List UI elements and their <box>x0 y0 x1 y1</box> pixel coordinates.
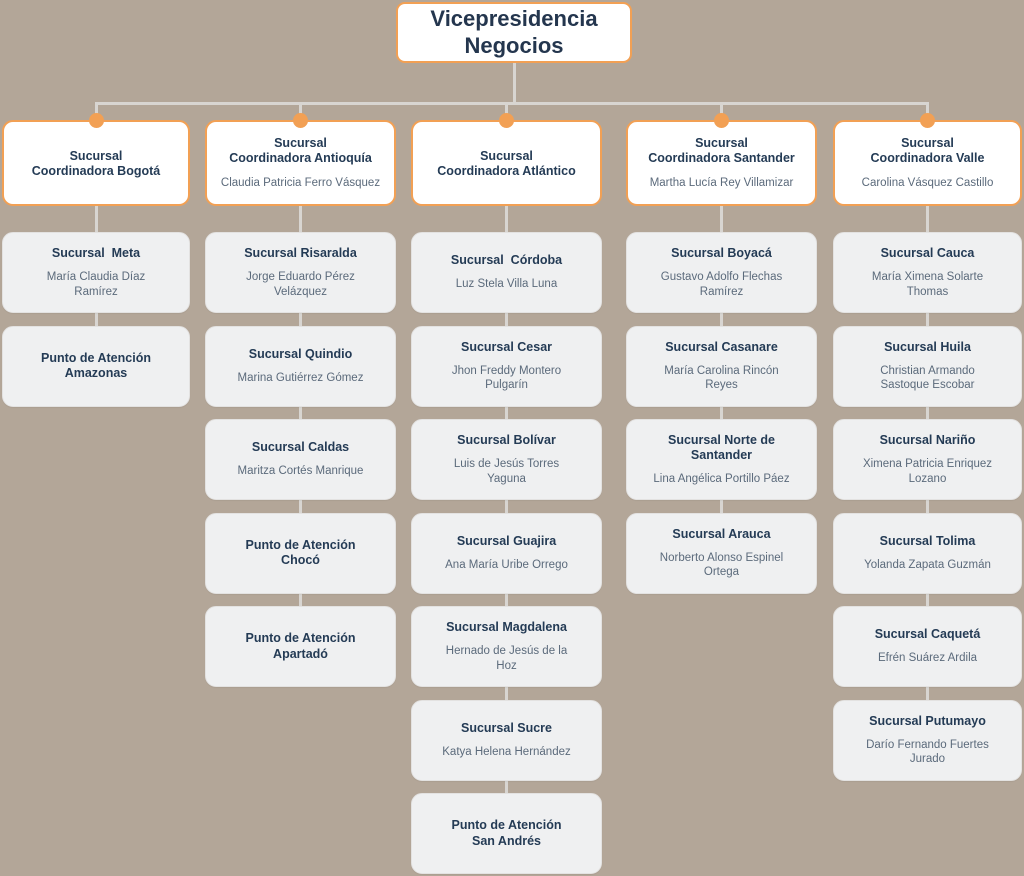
node-1-0-person: Jorge Eduardo Pérez Velázquez <box>246 271 355 298</box>
node-0-1-title: Punto de Atención Amazonas <box>41 350 151 380</box>
node-1-1-title: Sucursal Quindio <box>248 346 353 361</box>
node-1-2-title: Sucursal Caldas <box>251 440 350 455</box>
branch-head-1-title: Sucursal Coordinadora Antioquía <box>229 136 372 166</box>
node-2-0-person: Luz Stela Villa Luna <box>455 278 558 291</box>
node-2-4-person: Hernado de Jesús de la Hoz <box>445 645 568 672</box>
node-4-0-title: Sucursal Cauca <box>880 246 975 260</box>
node-2-3-title: Sucursal Guajira <box>456 533 557 548</box>
node-3-3-person: Norberto Alonso Espinel Ortega <box>659 551 784 579</box>
node-1-3[interactable]: Punto de Atención Chocó <box>205 512 396 594</box>
node-3-1-title: Sucursal Casanare <box>665 339 778 354</box>
branch-head-4-person: Carolina Vásquez Castillo <box>861 176 994 189</box>
node-0-0-title: Sucursal Meta <box>51 246 141 260</box>
node-0-1[interactable]: Punto de Atención Amazonas <box>2 325 190 407</box>
node-2-0-title: Sucursal Córdoba <box>450 253 563 268</box>
node-2-5-title: Sucursal Sucre <box>460 720 552 735</box>
root-node[interactable]: Vicepresidencia Negocios <box>396 2 632 63</box>
node-1-1-person: Marina Gutiérrez Gómez <box>237 371 364 384</box>
node-2-1-person: Jhon Freddy Montero Pulgarín <box>451 364 562 392</box>
node-1-4[interactable]: Punto de Atención Apartadó <box>205 606 396 687</box>
node-4-1-person: Christian Armando Sastoque Escobar <box>880 364 975 392</box>
branch-head-0-title: Sucursal Coordinadora Bogotá <box>31 148 161 178</box>
node-2-1-title: Sucursal Cesar <box>460 339 553 354</box>
node-2-5-person: Katya Helena Hernández <box>442 745 571 758</box>
node-1-0-title: Sucursal Risaralda <box>244 246 357 260</box>
node-1-4-title: Punto de Atención Apartadó <box>245 631 356 661</box>
node-2-4-title: Sucursal Magdalena <box>446 620 567 634</box>
node-3-3-title: Sucursal Arauca <box>672 526 771 541</box>
branch-bus-connector <box>96 102 928 105</box>
node-3-0-title: Sucursal Boyacá <box>671 246 772 260</box>
node-4-0-person: María Ximena Solarte Thomas <box>871 271 984 298</box>
node-2-3-person: Ana María Uribe Orrego <box>445 558 568 571</box>
node-2-2-title: Sucursal Bolívar <box>457 433 556 447</box>
branch-head-3-title: Sucursal Coordinadora Santander <box>648 136 795 166</box>
node-4-2-person: Ximena Patricia Enriquez Lozano <box>862 458 993 485</box>
node-4-3-person: Yolanda Zapata Guzmán <box>864 558 991 571</box>
node-4-3-title: Sucursal Tolima <box>879 533 976 548</box>
node-4-5-person: Darío Fernando Fuertes Jurado <box>866 738 989 766</box>
branch-connector-dot <box>714 113 729 128</box>
branch-connector-dot <box>88 113 104 128</box>
branch-connector-dot <box>499 113 514 128</box>
branch-head-2[interactable]: Sucursal Coordinadora Atlántico <box>411 120 602 206</box>
branch-head-3-person: Martha Lucía Rey Villamizar <box>649 176 794 189</box>
node-1-2-person: Maritza Cortés Manrique <box>237 465 364 478</box>
node-4-2-title: Sucursal Nariño <box>879 433 976 447</box>
node-4-4-person: Efrén Suárez Ardila <box>877 652 978 665</box>
node-4-4-title: Sucursal Caquetá <box>874 627 981 642</box>
node-1-3-title: Punto de Atención Chocó <box>245 537 356 567</box>
column-spine-connector <box>505 206 508 799</box>
branch-head-2-title: Sucursal Coordinadora Atlántico <box>437 148 576 178</box>
branch-connector-dot <box>920 113 935 128</box>
branch-head-1-person: Claudia Patricia Ferro Vásquez <box>220 176 381 189</box>
node-3-2-title: Sucursal Norte de Santander <box>668 432 775 462</box>
node-0-0-person: María Claudia Díaz Ramírez <box>46 271 146 298</box>
node-3-0-person: Gustavo Adolfo Flechas Ramírez <box>660 271 783 298</box>
node-4-5-title: Sucursal Putumayo <box>869 713 986 728</box>
node-4-1-title: Sucursal Huila <box>884 339 971 354</box>
node-2-6[interactable]: Punto de Atención San Andrés <box>411 793 602 874</box>
node-3-1-person: María Carolina Rincón Reyes <box>664 364 779 392</box>
node-3-2-person: Lina Angélica Portillo Páez <box>653 473 790 486</box>
branch-connector-dot <box>293 113 308 128</box>
root-node-title: Vicepresidencia Negocios <box>430 6 598 58</box>
branch-head-0[interactable]: Sucursal Coordinadora Bogotá <box>2 120 190 206</box>
column-spine-connector <box>299 206 302 612</box>
node-2-2-person: Luis de Jesús Torres Yaguna <box>453 458 560 485</box>
root-stem-connector <box>512 63 516 102</box>
node-2-6-title: Punto de Atención San Andrés <box>451 818 562 848</box>
branch-head-4-title: Sucursal Coordinadora Valle <box>870 136 985 166</box>
